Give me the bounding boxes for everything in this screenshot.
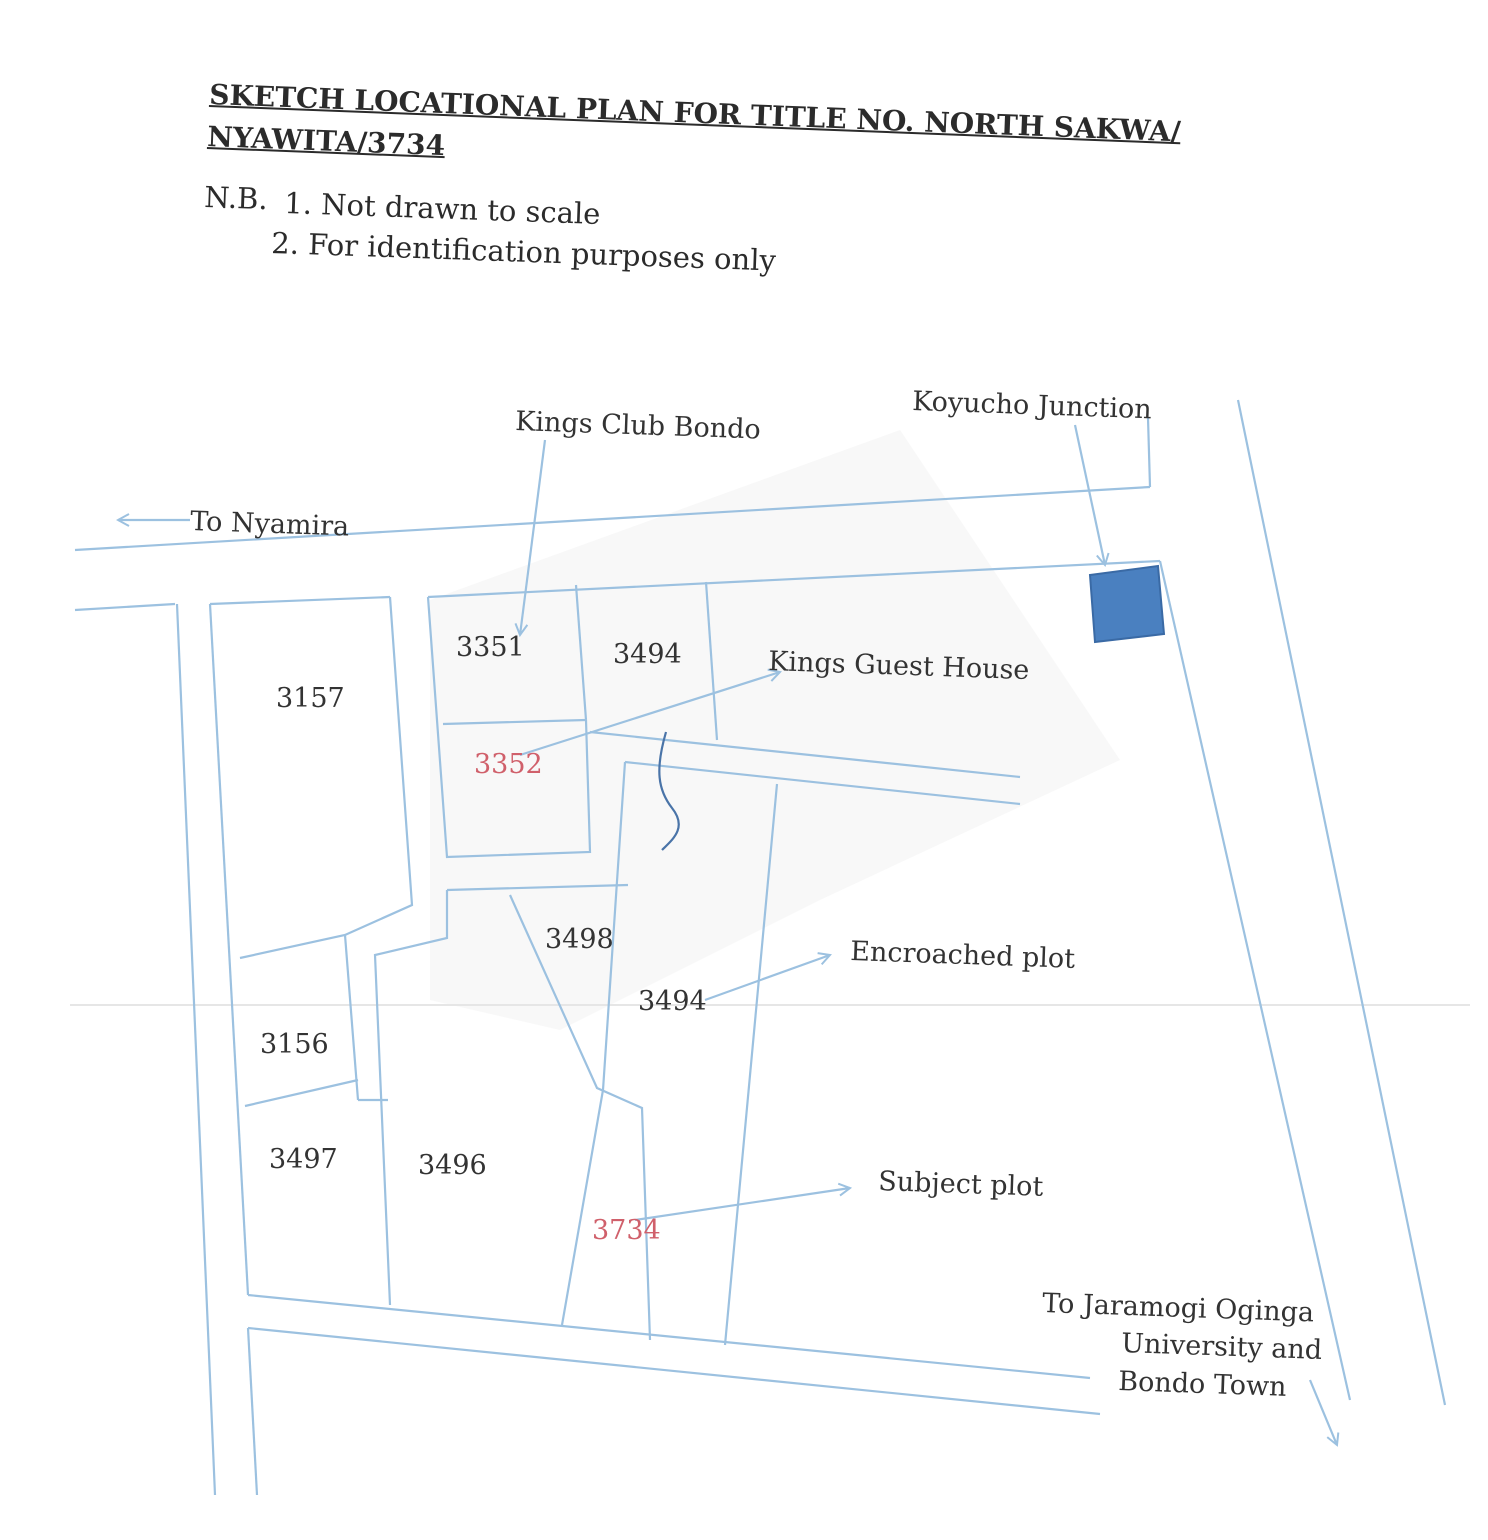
parcel-3494-mid: 3494 (638, 986, 707, 1017)
scan-shading (70, 430, 1470, 1030)
label-koyucho: Koyucho Junction (912, 386, 1152, 425)
east-road (1158, 399, 1447, 1445)
parcel-3156: 3156 (260, 1029, 329, 1060)
leader-arrows (520, 424, 1105, 1222)
label-to-jaramogi-2: University and (1121, 1328, 1323, 1366)
parcel-3497: 3497 (269, 1144, 338, 1175)
nyamira-road (74, 417, 1161, 612)
south-road (246, 1293, 1101, 1496)
label-subject-plot: Subject plot (878, 1166, 1044, 1203)
parcel-3494-top: 3494 (613, 639, 682, 670)
parcel-numbers: 3157 3351 3494 3352 3498 3494 3156 3497 … (260, 632, 707, 1246)
parcel-3734: 3734 (592, 1215, 661, 1246)
label-kings-club: Kings Club Bondo (515, 406, 761, 446)
parcel-3498: 3498 (545, 924, 614, 955)
label-encroached-plot: Encroached plot (850, 936, 1076, 975)
parcel-3157: 3157 (276, 683, 345, 714)
parcel-3496: 3496 (418, 1150, 487, 1181)
koyucho-junction-marker (1088, 564, 1166, 644)
west-road (175, 603, 250, 1496)
parcel-boundaries (239, 581, 1021, 1346)
label-to-jaramogi-1: To Jaramogi Oginga (1042, 1288, 1315, 1328)
parcel-3352: 3352 (474, 749, 543, 780)
label-to-nyamira: To Nyamira (190, 506, 350, 543)
label-to-jaramogi-3: Bondo Town (1118, 1366, 1287, 1403)
parcel-3351: 3351 (456, 632, 525, 663)
